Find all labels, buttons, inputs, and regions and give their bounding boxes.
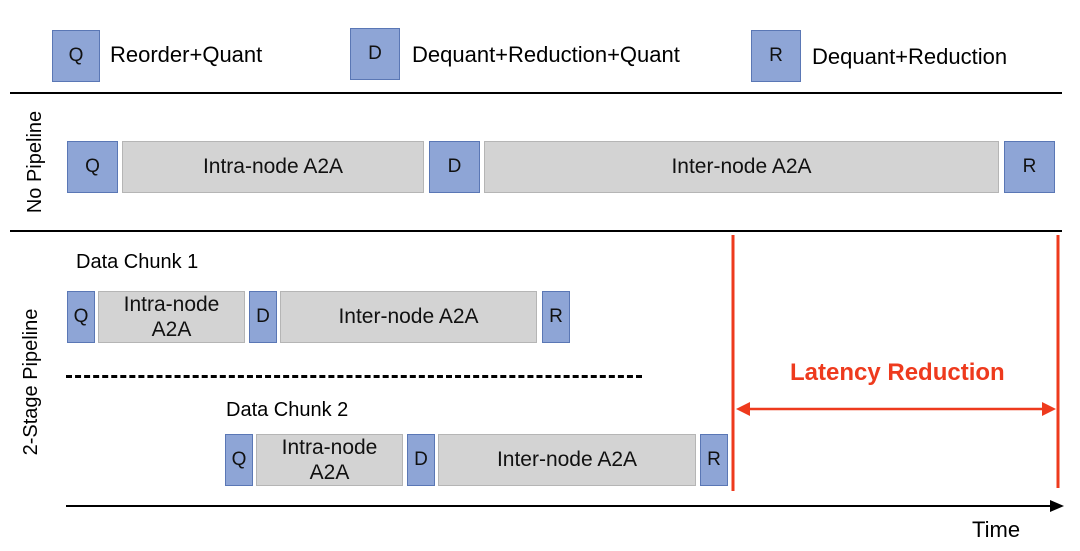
chunk2-d-box: D bbox=[407, 434, 435, 486]
chunk-dashed-separator bbox=[66, 375, 642, 378]
chunk2-label: Data Chunk 2 bbox=[226, 399, 349, 421]
no-pipeline-d-box: D bbox=[429, 141, 480, 193]
time-axis-label: Time bbox=[972, 517, 1021, 542]
chunk2-inter-bar: Inter-node A2A bbox=[438, 434, 696, 486]
chunk1-intra-line1: Intra-node bbox=[123, 292, 220, 316]
no-pipeline-inter-bar: Inter-node A2A bbox=[484, 141, 999, 193]
chunk2-q-box: Q bbox=[225, 434, 253, 486]
chunk1-intra-bar: Intra-node A2A bbox=[98, 291, 245, 343]
two-stage-label: 2-Stage Pipeline bbox=[20, 308, 42, 456]
no-pipeline-label: No Pipeline bbox=[24, 110, 46, 214]
latency-reduction-label: Latency Reduction bbox=[790, 359, 1005, 386]
top-divider bbox=[10, 92, 1062, 94]
legend-d-box: D bbox=[350, 28, 400, 80]
no-pipeline-q-box: Q bbox=[67, 141, 118, 193]
no-pipeline-r-box: R bbox=[1004, 141, 1055, 193]
latency-arrow-right-head bbox=[1042, 402, 1056, 416]
time-axis-arrowhead bbox=[1050, 500, 1064, 512]
chunk2-intra-line2: A2A bbox=[309, 461, 350, 484]
chunk1-intra-line2: A2A bbox=[151, 318, 192, 341]
legend-r-text: Dequant+Reduction bbox=[812, 44, 1008, 69]
chunk1-inter-bar: Inter-node A2A bbox=[280, 291, 537, 343]
chunk1-r-box: R bbox=[542, 291, 570, 343]
chunk1-q-box: Q bbox=[67, 291, 95, 343]
no-pipeline-intra-bar: Intra-node A2A bbox=[122, 141, 424, 193]
legend-q-text: Reorder+Quant bbox=[110, 42, 263, 67]
legend-r-box: R bbox=[751, 30, 801, 82]
chunk2-intra-bar: Intra-node A2A bbox=[256, 434, 403, 486]
middle-divider bbox=[10, 230, 1062, 232]
chunk2-intra-line1: Intra-node bbox=[281, 435, 378, 459]
chunk2-r-box: R bbox=[700, 434, 728, 486]
latency-arrow-left-head bbox=[736, 402, 750, 416]
legend-q-box: Q bbox=[52, 30, 100, 82]
chunk1-label: Data Chunk 1 bbox=[76, 251, 199, 273]
chunk1-d-box: D bbox=[249, 291, 277, 343]
legend-d-text: Dequant+Reduction+Quant bbox=[412, 42, 680, 67]
